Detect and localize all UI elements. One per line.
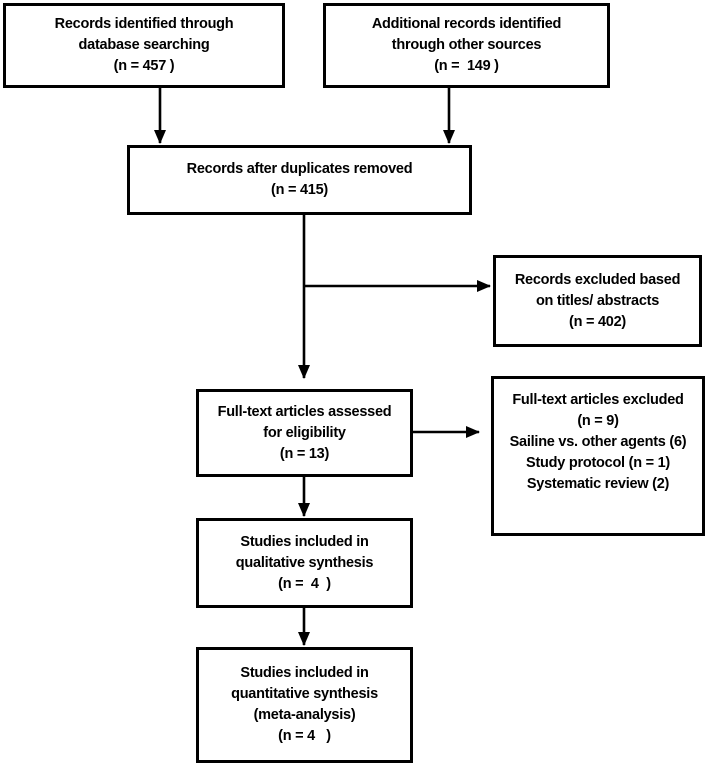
box-line: Studies included in — [240, 665, 369, 681]
box-line: Additional records identified — [371, 16, 562, 32]
box-line: (meta-analysis) — [253, 707, 356, 723]
box-line: (n = 415) — [271, 182, 328, 198]
box-line: quantitative synthesis — [231, 686, 378, 702]
box-records-excluded: Records excluded based on titles/ abstra… — [493, 255, 702, 347]
box-line: (n = 4 ) — [278, 575, 331, 592]
box-line: through other sources — [391, 37, 542, 53]
box-line: on titles/ abstracts — [535, 292, 660, 309]
box-line: (n = 457 ) — [113, 58, 175, 74]
box-line: Full-text articles excluded — [512, 392, 684, 408]
box-additional-records: Additional records identified through ot… — [323, 3, 610, 88]
box-line: (n = 4 ) — [278, 728, 331, 744]
box-quantitative-synthesis: Studies included in quantitative synthes… — [196, 647, 413, 763]
box-qualitative-synthesis: Studies included in qualitative synthesi… — [196, 518, 413, 608]
box-duplicates-removed: Records after duplicates removed (n = 41… — [127, 145, 472, 215]
box-line: Study protocol (n = 1) — [526, 455, 670, 471]
box-line: Systematic review (2) — [526, 476, 670, 492]
box-line: qualitative synthesis — [235, 554, 374, 571]
box-line: (n = 9) — [577, 413, 619, 429]
box-line: for eligibility — [263, 424, 346, 441]
box-line: (n = 402) — [569, 313, 626, 330]
box-line: (n = 13) — [279, 445, 330, 462]
box-line: Records excluded based — [514, 271, 681, 288]
box-line: (n = 149 ) — [434, 58, 499, 74]
box-line: Records identified through — [54, 16, 234, 32]
box-fulltext-assessed: Full-text articles assessed for eligibil… — [196, 389, 413, 477]
box-line: Sailine vs. other agents (6) — [509, 434, 687, 450]
box-records-identified: Records identified through database sear… — [3, 3, 285, 88]
box-line: Studies included in — [240, 533, 369, 550]
box-line: Records after duplicates removed — [186, 161, 413, 177]
box-fulltext-excluded: Full-text articles excluded (n = 9) Sail… — [491, 376, 705, 536]
box-line: Full-text articles assessed — [217, 403, 392, 420]
box-line: database searching — [78, 37, 210, 53]
